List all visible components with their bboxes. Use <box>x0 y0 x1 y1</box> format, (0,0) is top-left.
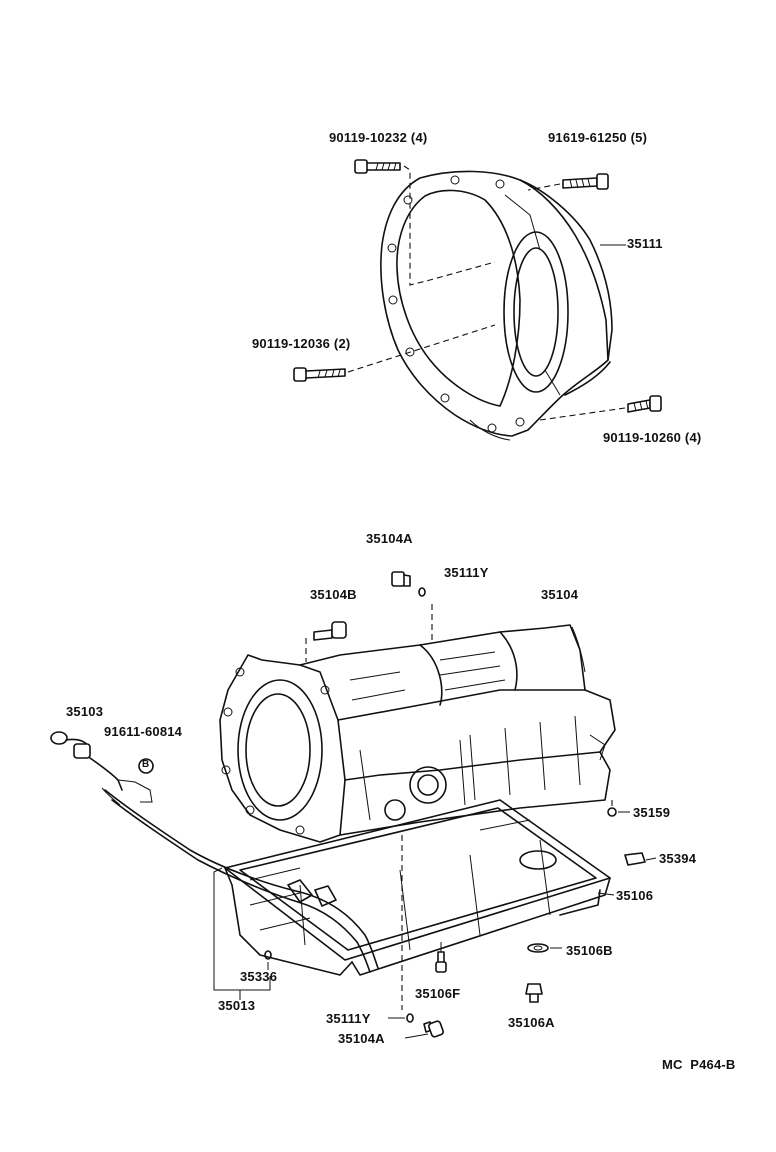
figure-code: MC P464-B <box>662 1057 736 1072</box>
bolt-35106F-icon <box>435 942 447 973</box>
bolt-90119-10232-icon <box>354 159 401 174</box>
label-oring-35336: 35336 <box>240 969 278 984</box>
plug-35104A-top-icon <box>391 571 411 587</box>
washer-35106B-icon <box>527 943 549 953</box>
label-bolt-90119-10260: 90119-10260 (4) <box>603 430 702 445</box>
label-oil-pan-35106: 35106 <box>616 888 654 903</box>
oil-pan-drawing <box>224 799 611 976</box>
bolt-90119-12036-icon <box>293 367 346 382</box>
oring-35111Y-bottom-icon <box>406 1013 414 1023</box>
oring-35336-icon <box>264 950 272 960</box>
label-gasket-35394: 35394 <box>659 851 697 866</box>
dipstick-35103-drawing <box>50 731 153 806</box>
label-plug-35104A-top: 35104A <box>366 531 413 546</box>
plug-35104A-bottom-icon <box>423 1020 444 1038</box>
bolt-90119-10260-icon <box>627 395 662 413</box>
label-oring-35111Y-bottom: 35111Y <box>326 1011 371 1026</box>
label-bolt-91619-61250: 91619-61250 (5) <box>548 130 648 145</box>
bell-housing-drawing <box>380 170 613 441</box>
label-dipstick-35103: 35103 <box>66 704 104 719</box>
gasket-35394-icon <box>624 852 646 866</box>
oring-35111Y-top-icon <box>418 587 426 597</box>
label-bolt-35106F: 35106F <box>415 986 461 1001</box>
label-oring-35111Y-top: 35111Y <box>444 565 489 580</box>
label-plug-35104A-bottom: 35104A <box>338 1031 385 1046</box>
plug-35159-icon <box>607 807 617 817</box>
label-drain-plug-35106A: 35106A <box>508 1015 555 1030</box>
dipstick-tube-drawing <box>104 789 379 973</box>
label-clip-91611-60814: 91611-60814 <box>104 724 183 739</box>
label-washer-35106B: 35106B <box>566 943 613 958</box>
transmission-case-drawing <box>219 624 616 843</box>
label-clip-circle-B: B <box>142 759 150 770</box>
drain-plug-35106A-icon <box>525 983 543 1003</box>
label-bell-housing-35111: 35111 <box>627 236 663 251</box>
label-case-35104: 35104 <box>541 587 579 602</box>
plug-35104B-icon <box>313 621 347 641</box>
label-tube-35013: 35013 <box>218 998 256 1013</box>
label-bolt-90119-10232: 90119-10232 (4) <box>329 130 428 145</box>
label-plug-35104B: 35104B <box>310 587 357 602</box>
bolt-91619-61250-icon <box>562 173 609 190</box>
label-bolt-90119-12036: 90119-12036 (2) <box>252 336 351 351</box>
label-plug-35159: 35159 <box>633 805 671 820</box>
